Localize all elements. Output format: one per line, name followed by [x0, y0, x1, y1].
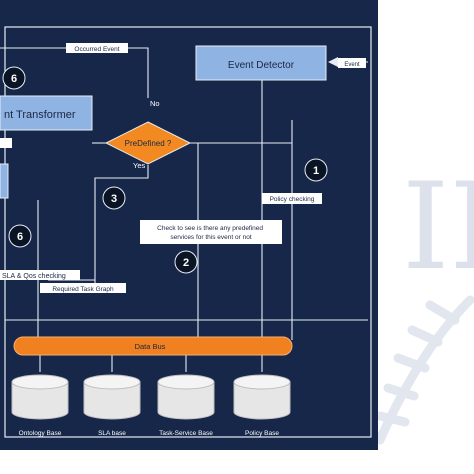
step-3-label: 3 [111, 193, 117, 205]
step-1-label: 1 [313, 165, 319, 177]
step-6-label: 6 [17, 231, 23, 243]
required-task-graph-label: Required Task Graph [52, 286, 114, 293]
panel-border [4, 26, 372, 438]
step-6-marker [8, 224, 32, 248]
data-bus [13, 336, 293, 356]
predefined-decision [104, 121, 192, 165]
step-3-marker [102, 186, 126, 210]
predefined-label: PreDefined ? [125, 139, 172, 148]
step-2-marker [174, 250, 198, 274]
event-transformer-box [0, 95, 93, 131]
database-ontology: Ontology Base [11, 374, 69, 437]
data-bus-label: Data Bus [135, 342, 166, 351]
check-predefined-label: Check to see is there any predefined ser… [157, 225, 265, 241]
arrow-head-input-icon [328, 57, 338, 67]
database-policy-icon [233, 382, 291, 420]
database-task-service-label: Task-Service Base [159, 430, 213, 437]
database-task-service-icon [157, 382, 215, 420]
occurred-event-label: Occurred Event [74, 46, 119, 53]
step-1-marker [304, 158, 328, 182]
step-4-marker [2, 66, 26, 90]
database-policy: Policy Base [233, 374, 291, 437]
step-2-label: 2 [183, 257, 189, 269]
occurred-event-tag [66, 43, 128, 53]
database-policy-label: Policy Base [245, 430, 279, 437]
branch-no-label: No [150, 99, 160, 108]
database-sla: SLA base [83, 374, 141, 437]
database-sla-icon [83, 382, 141, 420]
database-ontology-icon [11, 382, 69, 420]
check-predefined-tag [140, 220, 282, 244]
required-task-graph-tag [40, 283, 126, 293]
event-detector-box [195, 45, 327, 81]
event-input-tag [338, 58, 366, 68]
event-transformer-label: nt Transformer [4, 109, 76, 121]
sla-qos-tag [0, 270, 80, 280]
database-task-service: Task-Service Base [157, 374, 215, 437]
left-stub [0, 138, 12, 148]
branch-yes-label: Yes [133, 161, 145, 170]
step-4-label: 6 [11, 73, 17, 85]
left-box [0, 163, 9, 199]
database-sla-label: SLA base [98, 430, 126, 437]
database-ontology-label: Ontology Base [19, 430, 62, 437]
event-detector-label: Event Detector [228, 60, 295, 71]
sla-qos-label: SLA & Qos checking [2, 273, 66, 280]
event-input-label: Event [344, 62, 360, 68]
policy-checking-label: Policy checking [270, 196, 315, 203]
step-markers: 6 1 3 6 2 [2, 66, 328, 274]
policy-checking-tag [262, 193, 322, 204]
